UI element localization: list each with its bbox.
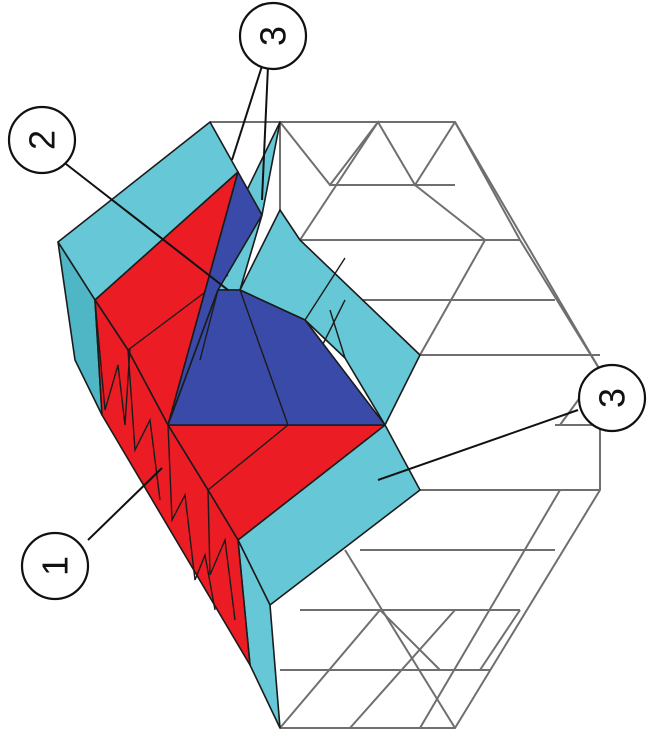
callout-3a-label: 3 xyxy=(253,26,294,46)
blue-lower-face xyxy=(167,289,386,426)
leader-3a-right xyxy=(261,65,269,201)
callout-3a: 3 xyxy=(238,1,308,71)
callout-3b-label: 3 xyxy=(592,388,633,408)
callout-1-label: 1 xyxy=(35,556,76,576)
wireframe xyxy=(210,120,601,729)
callout-3b: 3 xyxy=(577,363,647,433)
callout-1: 1 xyxy=(20,531,90,601)
leader-2 xyxy=(65,163,229,291)
leader-1 xyxy=(87,467,163,541)
leader-3a-left xyxy=(231,65,263,161)
leader-3b xyxy=(377,409,579,481)
callout-2-label: 2 xyxy=(22,130,63,150)
cyan-block-right xyxy=(239,209,421,426)
callout-2: 2 xyxy=(7,105,77,175)
red-block xyxy=(94,171,386,666)
leader-lines xyxy=(65,65,579,541)
blue-block xyxy=(167,171,386,426)
